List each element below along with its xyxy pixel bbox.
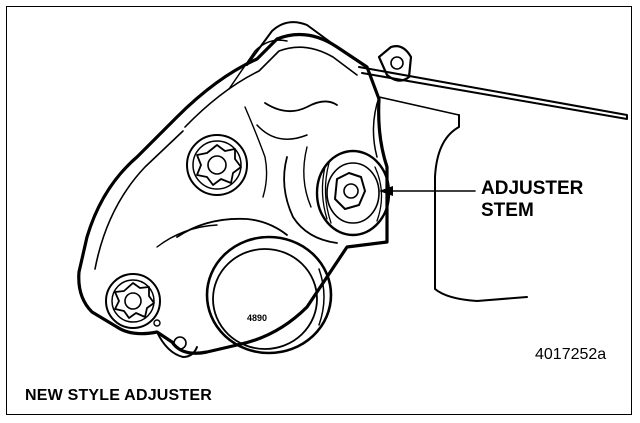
callout-arrowhead bbox=[379, 186, 393, 196]
piston-cap bbox=[205, 235, 333, 355]
callout-line-2: STEM bbox=[481, 200, 534, 221]
callout-line-1: ADJUSTER bbox=[481, 178, 584, 199]
caliper-body-outline bbox=[77, 32, 389, 355]
brake-caliper-illustration: 4890 bbox=[77, 21, 628, 358]
lower-bolt bbox=[105, 273, 161, 329]
lower-mounting-tab bbox=[156, 331, 198, 358]
figure-id: 4017252a bbox=[535, 346, 607, 363]
adjuster-stem-boss bbox=[315, 149, 391, 237]
housing-plate bbox=[358, 66, 628, 120]
adjuster-stem-callout: ADJUSTER STEM bbox=[481, 178, 583, 222]
upper-bracket-arm bbox=[246, 21, 338, 66]
figure-caption: NEW STYLE ADJUSTER bbox=[25, 387, 213, 404]
part-stamp: 4890 bbox=[247, 313, 267, 323]
figure-frame: 4890 ADJUSTER STEM 4017252a NEW STYLE AD… bbox=[6, 6, 632, 415]
upper-bolt bbox=[186, 134, 248, 196]
